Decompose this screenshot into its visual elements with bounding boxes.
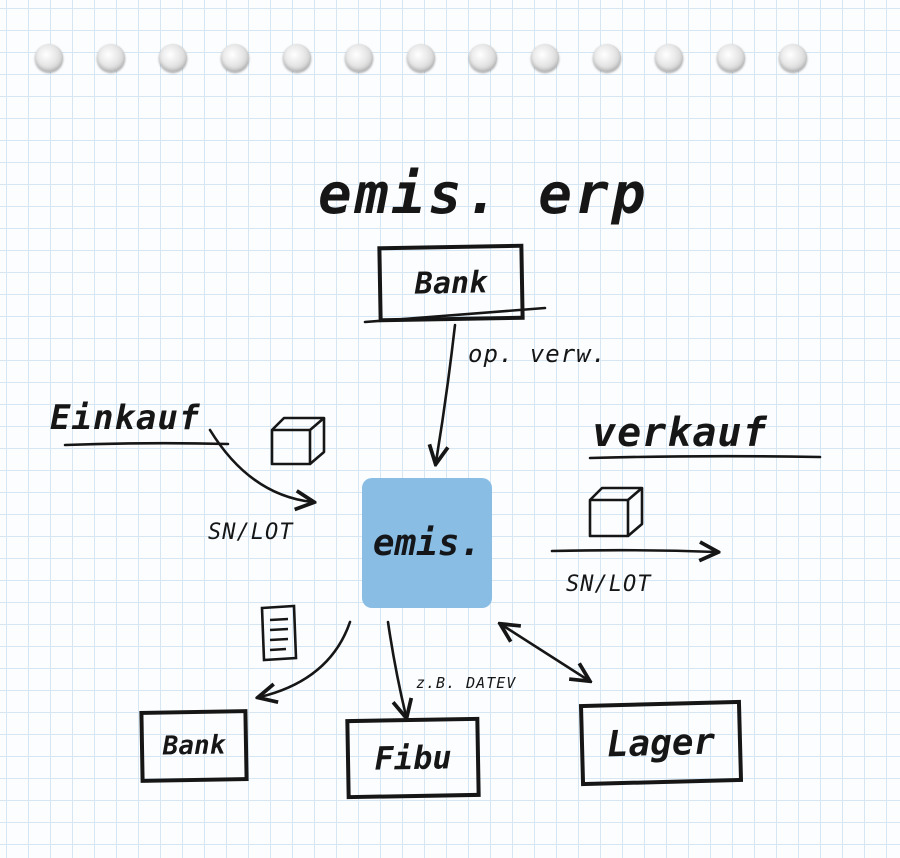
verkauf-heading: verkauf (592, 410, 768, 456)
arrow-einkauf-to-emis (208, 428, 312, 502)
top-bank-box: Bank (377, 243, 525, 323)
top-arrow-label: op. verw. (468, 340, 608, 368)
verkauf-arrow-label: SN/LOT (566, 572, 652, 597)
bottom-bank-box: Bank (139, 709, 249, 783)
einkauf-arrow-label: SN/LOT (208, 520, 294, 545)
binder-holes (0, 0, 900, 100)
binder-hole (717, 44, 745, 72)
einkauf-heading: Einkauf (50, 398, 201, 438)
document-icon (260, 604, 298, 662)
binder-hole (469, 44, 497, 72)
arrow-emis-lager (502, 625, 588, 680)
top-bank-label: Bank (414, 264, 488, 302)
einkauf-underline (63, 441, 230, 447)
top-box-tail (363, 306, 547, 324)
verkauf-underline (588, 454, 822, 460)
box-icon (270, 416, 326, 466)
arrow-emis-to-verkauf (550, 550, 716, 552)
binder-hole (221, 44, 249, 72)
diagram-title: emis. erp (318, 162, 649, 227)
fibu-arrow-label: z.B. DATEV (416, 674, 517, 692)
binder-hole (779, 44, 807, 72)
emis-center-node: emis. (362, 478, 492, 608)
fibu-label: Fibu (374, 738, 452, 778)
binder-hole (97, 44, 125, 72)
lager-label: Lager (606, 721, 716, 765)
binder-hole (655, 44, 683, 72)
bottom-bank-label: Bank (162, 730, 226, 762)
binder-hole (593, 44, 621, 72)
binder-hole (283, 44, 311, 72)
lager-box: Lager (578, 699, 744, 787)
binder-hole (35, 44, 63, 72)
emis-center-label: emis. (372, 522, 482, 564)
arrow-emis-to-bank (260, 620, 352, 697)
binder-hole (345, 44, 373, 72)
binder-hole (159, 44, 187, 72)
binder-hole (531, 44, 559, 72)
arrow-emis-to-fibu (386, 620, 406, 716)
fibu-box: Fibu (345, 716, 481, 800)
arrow-bank-to-emis (436, 323, 457, 462)
binder-hole (407, 44, 435, 72)
box-icon (588, 486, 644, 538)
